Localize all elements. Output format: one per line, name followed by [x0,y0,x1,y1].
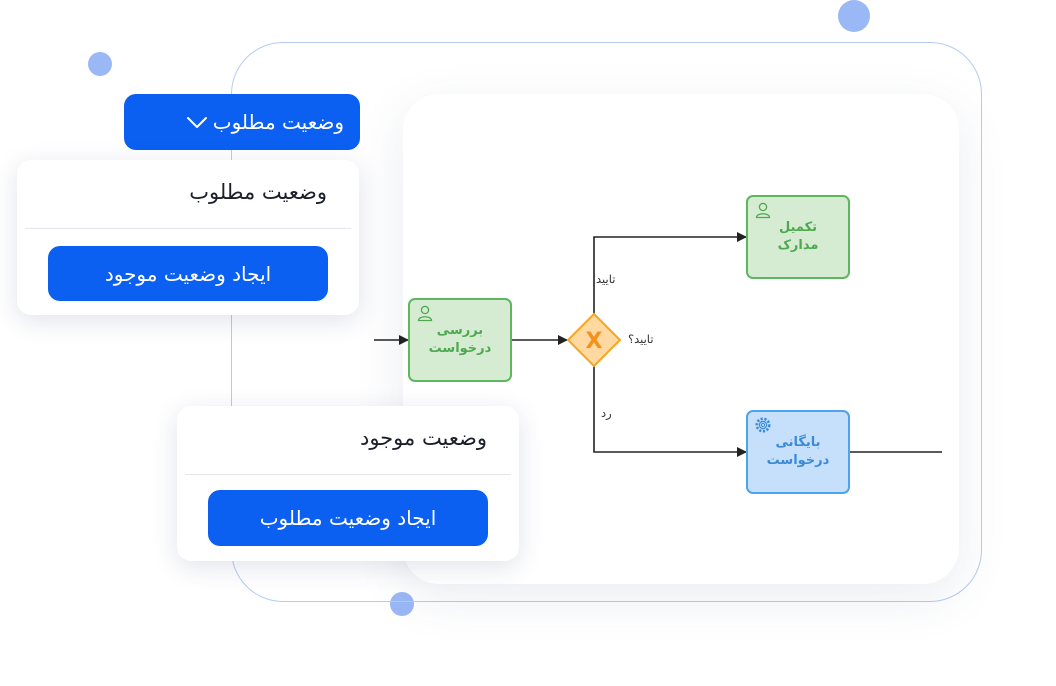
task-review-request[interactable]: بررسی درخواست [408,298,512,382]
flow-label-approve: تایید [596,272,616,286]
panel-title: وضعیت مطلوب [189,180,327,204]
service-task-gear-icon [755,417,771,433]
task-label: بررسی درخواست [428,323,492,356]
divider [25,228,351,229]
user-task-icon [755,202,771,219]
divider [185,474,511,475]
exclusive-gateway[interactable]: X [566,312,622,368]
state-dropdown-button[interactable]: وضعیت مطلوب [124,94,360,150]
task-label: بایگانی درخواست [766,435,830,468]
create-current-state-button[interactable]: ایجاد وضعیت موجود [48,246,328,301]
background-frame [231,42,982,602]
task-archive-request[interactable]: بایگانی درخواست [746,410,850,494]
flow-label-reject: رد [601,406,612,420]
flow-approve [593,232,747,314]
decor-dot [88,52,112,76]
task-complete-documents[interactable]: تکمیل مدارک [746,195,850,279]
user-task-icon [417,305,433,322]
gateway-label: تایید؟ [628,332,654,346]
dropdown-label: وضعیت مطلوب [212,110,344,134]
create-desired-state-button[interactable]: ایجاد وضعیت مطلوب [208,490,488,546]
panel-title: وضعیت موجود [359,426,487,450]
chevron-down-icon [186,117,207,128]
flow-reject [593,366,747,457]
decor-dot [390,592,414,616]
desired-state-panel: وضعیت مطلوب ایجاد وضعیت موجود [17,160,359,315]
sequence-flow [374,232,942,457]
current-state-panel: وضعیت موجود ایجاد وضعیت مطلوب [177,406,519,561]
gateway-symbol: X [586,329,603,354]
task-label: تکمیل مدارک [777,220,819,253]
decor-dot [838,0,870,32]
